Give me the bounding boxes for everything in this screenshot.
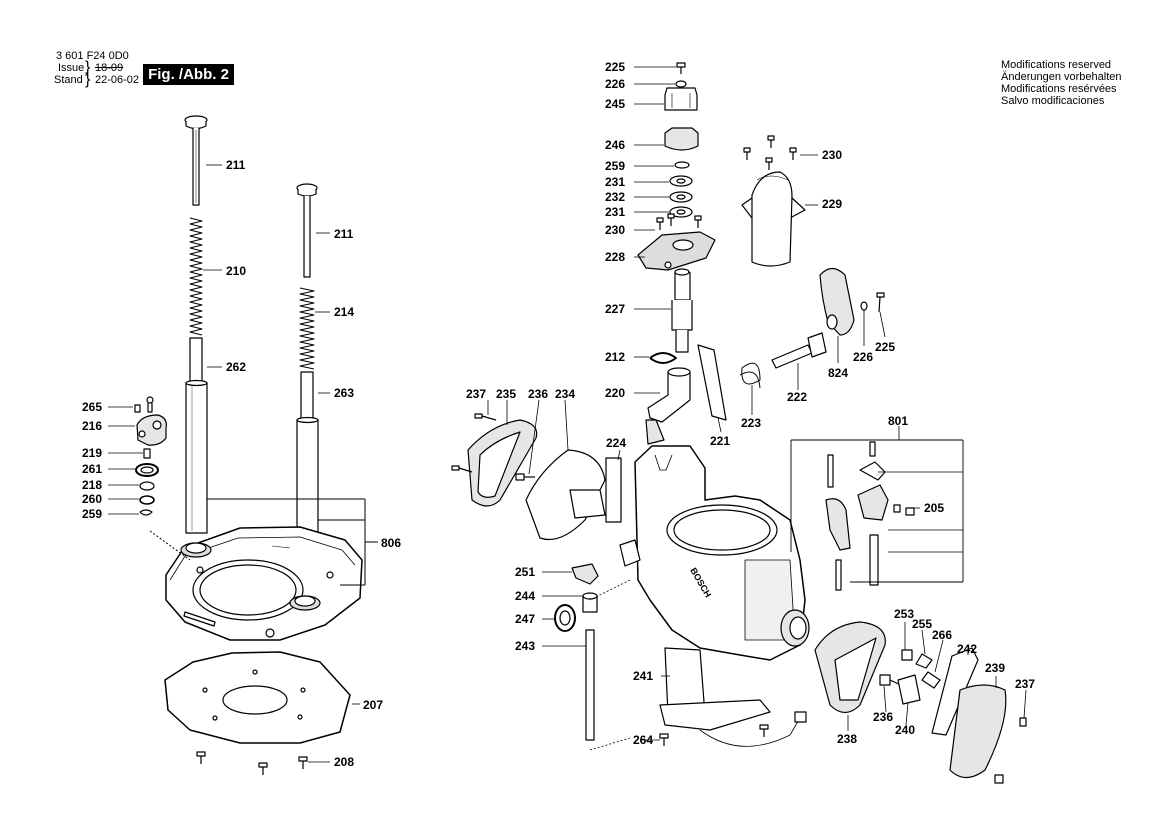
callout-259: 259: [605, 159, 626, 173]
callout-207: 207: [363, 698, 384, 712]
callout-222: 222: [787, 390, 808, 404]
callout-244: 244: [515, 589, 536, 603]
callout-210: 210: [226, 264, 247, 278]
base-plate-806: [165, 526, 363, 641]
callout-218: 218: [82, 478, 103, 492]
callout-824: 824: [828, 366, 849, 380]
callout-230: 230: [605, 223, 626, 237]
stand-brace: }: [85, 71, 91, 88]
lever-824: [819, 267, 885, 336]
note-line-4: Salvo modificaciones: [1001, 95, 1105, 107]
callout-253: 253: [894, 607, 915, 621]
callout-226: 226: [605, 77, 626, 91]
callout-806: 806: [381, 536, 402, 550]
callout-236: 236: [528, 387, 549, 401]
callout-240: 240: [895, 723, 916, 737]
callout-229: 229: [822, 197, 843, 211]
callout-214: 214: [334, 305, 355, 319]
callout-231: 231: [605, 175, 626, 189]
callout-237: 237: [1015, 677, 1036, 691]
parts-212-223: [645, 332, 827, 445]
callout-212: 212: [605, 350, 626, 364]
handle-235-left: [451, 413, 606, 541]
note-line-3: Modifications resérvées: [1001, 83, 1117, 95]
callout-234: 234: [555, 387, 576, 401]
callout-205: 205: [924, 501, 945, 515]
callout-216: 216: [82, 419, 103, 433]
callout-255: 255: [912, 617, 933, 631]
callout-243: 243: [515, 639, 536, 653]
rod-211-right: [296, 183, 318, 278]
callout-262: 262: [226, 360, 247, 374]
sub-base-207: [164, 651, 351, 744]
callout-232: 232: [605, 190, 626, 204]
screws-208: [196, 751, 308, 775]
callout-211: 211: [334, 227, 354, 241]
callout-208: 208: [334, 755, 355, 769]
parts-group-801: [790, 426, 964, 591]
callout-263: 263: [334, 386, 355, 400]
bracket-806: [149, 498, 378, 586]
callout-266: 266: [932, 628, 953, 642]
callout-261: 261: [82, 462, 103, 476]
callout-219: 219: [82, 446, 103, 460]
callout-235: 235: [496, 387, 517, 401]
issue-brace: }: [85, 59, 91, 76]
leaders-middle: [487, 66, 1027, 751]
callout-223: 223: [741, 416, 762, 430]
motor-housing: [619, 445, 810, 661]
callout-241: 241: [633, 669, 654, 683]
callout-228: 228: [605, 250, 626, 264]
callout-265: 265: [82, 400, 103, 414]
callout-801: 801: [888, 414, 909, 428]
small-parts-depth-stop: [134, 396, 167, 516]
callout-245: 245: [605, 97, 626, 111]
spring-210: [189, 217, 203, 336]
rod-211-left: [184, 115, 208, 206]
parts-251-247: [554, 563, 599, 741]
cover-241: [659, 647, 807, 747]
spindle-stack: [637, 62, 716, 353]
callout-237: 237: [466, 387, 487, 401]
callout-238: 238: [837, 732, 858, 746]
callout-211: 211: [226, 158, 246, 172]
callout-236: 236: [873, 710, 894, 724]
callout-242: 242: [957, 642, 978, 656]
leaders-left: [108, 164, 360, 763]
callout-225: 225: [605, 60, 626, 74]
callout-221: 221: [710, 434, 731, 448]
note-line-2: Änderungen vorbehalten: [1001, 71, 1122, 83]
callout-231: 231: [605, 205, 626, 219]
doc-number: 3 601 F24 0D0: [56, 50, 129, 62]
label-224: [605, 457, 622, 523]
callout-260: 260: [82, 492, 103, 506]
callout-246: 246: [605, 138, 626, 152]
stand-value: 22-06-02: [95, 74, 140, 86]
callout-224: 224: [606, 436, 627, 450]
callout-230: 230: [822, 148, 843, 162]
callout-220: 220: [605, 386, 626, 400]
callout-251: 251: [515, 565, 536, 579]
callout-226: 226: [853, 350, 874, 364]
callout-264: 264: [633, 733, 654, 747]
figure-badge: Fig. /Abb. 2: [143, 64, 234, 85]
spring-214: [299, 287, 315, 370]
callout-259: 259: [82, 507, 103, 521]
handle-cap-229: [741, 135, 806, 267]
handle-238-right: [814, 621, 1027, 784]
callout-247: 247: [515, 612, 536, 626]
callout-239: 239: [985, 661, 1006, 675]
stand-label: Stand: [54, 74, 83, 86]
tube-262: [185, 337, 208, 534]
issue-label: Issue: [58, 62, 85, 74]
callout-227: 227: [605, 302, 626, 316]
callout-225: 225: [875, 340, 896, 354]
issue-value: 18-09: [95, 62, 124, 74]
note-line-1: Modifications reserved: [1001, 59, 1112, 71]
tube-263: [296, 371, 319, 533]
